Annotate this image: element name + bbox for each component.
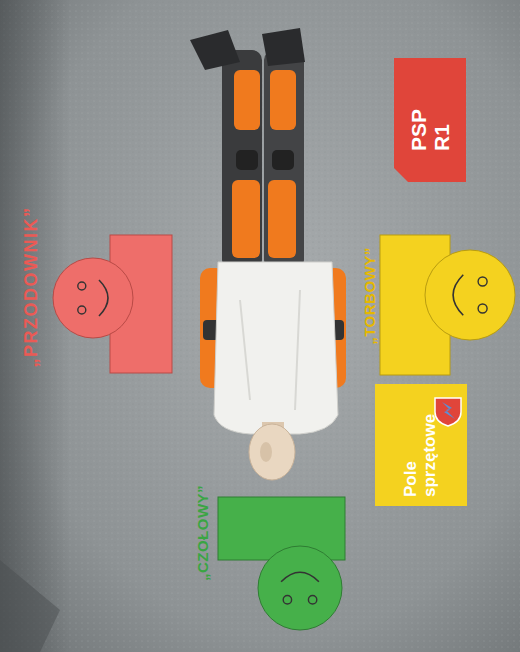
smiley-face [453, 275, 487, 316]
box-fill [394, 58, 466, 182]
role-label: „PRZODOWNIK” [22, 207, 42, 368]
box-label: PSP R1 [407, 89, 453, 151]
smiley-face [281, 572, 319, 604]
shoe [190, 30, 240, 70]
smiley-eye [78, 282, 86, 290]
figure-head [425, 250, 515, 340]
smiley-eye [78, 306, 86, 314]
smiley-eye [308, 596, 316, 604]
smiley-mouth [281, 572, 319, 581]
shadow [0, 0, 70, 652]
smiley-mouth [99, 280, 108, 316]
shadow [0, 560, 60, 652]
logo-shield [435, 398, 461, 426]
box-shape [394, 58, 466, 182]
role-label: „TORBOWY” [362, 247, 379, 345]
smiley-eye [283, 596, 291, 604]
shirt [214, 262, 338, 434]
role-label: „CZOŁOWY” [195, 485, 212, 581]
leg [264, 50, 304, 270]
shoe [262, 28, 305, 66]
mannequin [190, 28, 346, 480]
rescuer-figure: „CZOŁOWY” [182, 476, 352, 638]
thigh-pad [232, 180, 260, 258]
thigh-pad [268, 180, 296, 258]
equipment-box: PSP R1 [394, 58, 466, 182]
psp-logo [435, 398, 461, 426]
leg-pad [234, 70, 260, 130]
box-fill [375, 384, 467, 506]
knee [272, 150, 294, 170]
rescuer-figure: „PRZODOWNIK” [12, 182, 180, 388]
shirt-fold [240, 290, 300, 410]
box-label: Pole sprzętowe [402, 393, 439, 497]
figure-head [258, 546, 342, 630]
smiley-face [78, 280, 108, 316]
leg [222, 50, 262, 270]
leg-pad [270, 70, 296, 130]
smiley-eye [478, 277, 487, 286]
figure-head [53, 258, 133, 338]
knee [236, 150, 258, 170]
rescuer-figure: „TORBOWY” [356, 228, 518, 380]
figure-shape [356, 228, 518, 380]
head [249, 424, 295, 480]
smiley-eye [478, 304, 487, 313]
face-shade [260, 442, 272, 462]
equipment-box: Pole sprzętowe [375, 384, 467, 506]
logo-bolt [442, 402, 455, 419]
smiley-mouth [453, 275, 463, 316]
